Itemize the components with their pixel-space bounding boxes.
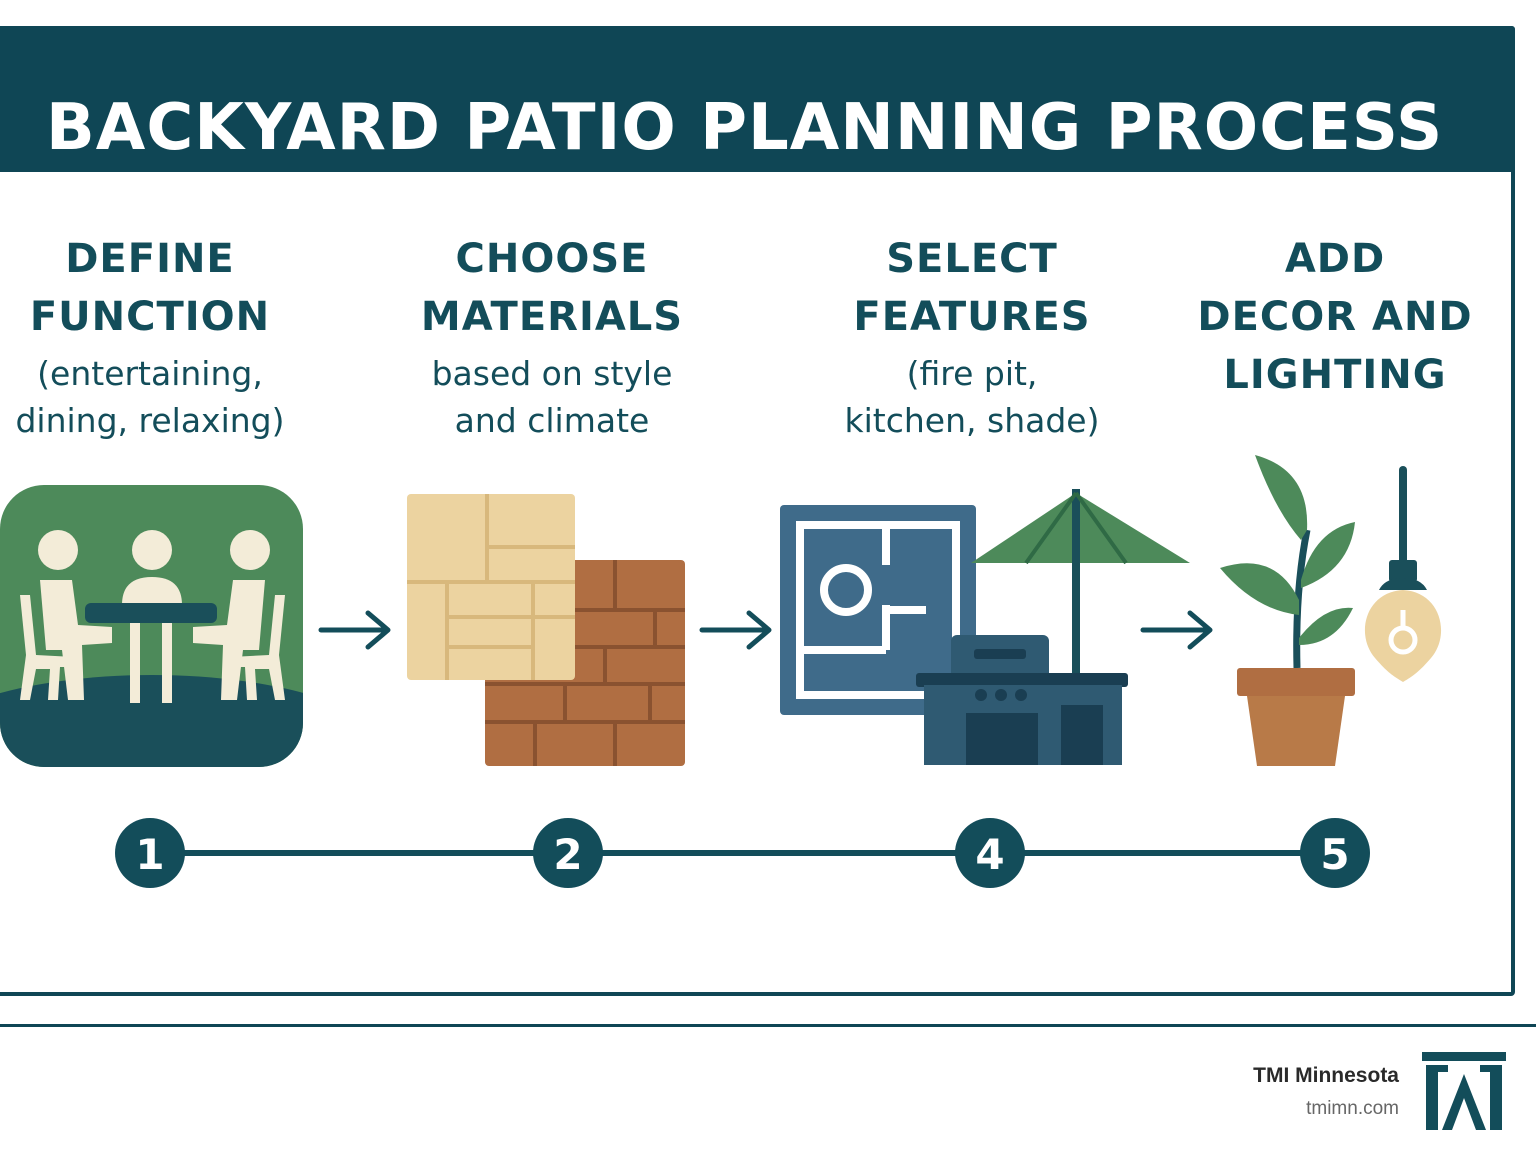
- step-4-heading-line-1: ADD: [1284, 236, 1386, 282]
- timeline-step-1: 1: [115, 818, 185, 888]
- timeline: 1 2 4 5: [115, 818, 1370, 888]
- patio-features-icon: [780, 489, 1190, 765]
- step-3-text: SELECT FEATURES (fire pit, kitchen, shad…: [822, 230, 1122, 444]
- step-1-subtitle-line-2: dining, relaxing): [15, 401, 285, 440]
- step-2-subtitle-line-2: and climate: [454, 401, 650, 440]
- step-1-heading-line-1: DEFINE: [65, 236, 235, 282]
- tmi-logo-icon: [1422, 1052, 1506, 1130]
- timeline-number: 4: [975, 830, 1004, 879]
- step-2-text: CHOOSE MATERIALS based on style and clim…: [402, 230, 702, 444]
- brand-name: TMI Minnesota: [1253, 1064, 1399, 1087]
- paving-materials-icon: [407, 494, 685, 766]
- page-title: BACKYARD PATIO PLANNING PROCESS: [46, 91, 1444, 165]
- step-3-subtitle-line-1: (fire pit,: [906, 354, 1038, 393]
- step-2-subtitle-line-1: based on style: [431, 354, 673, 393]
- people-at-table-icon: [0, 485, 303, 767]
- step-3-subtitle-line-2: kitchen, shade): [844, 401, 1100, 440]
- step-1-text: DEFINE FUNCTION (entertaining, dining, r…: [0, 230, 300, 444]
- step-3-heading-line-2: FEATURES: [853, 294, 1091, 340]
- plant-and-lamp-icon: [1220, 455, 1442, 766]
- arrow-right-icon: [1140, 610, 1213, 650]
- step-4-heading-line-3: LIGHTING: [1223, 352, 1447, 398]
- header-banner: BACKYARD PATIO PLANNING PROCESS: [0, 26, 1515, 172]
- step-2-heading-line-2: MATERIALS: [420, 294, 684, 340]
- footer-divider: [0, 1024, 1536, 1027]
- step-4-heading-line-2: DECOR AND: [1197, 294, 1473, 340]
- brand-url: tmimn.com: [1306, 1098, 1399, 1119]
- timeline-number: 5: [1320, 830, 1349, 879]
- arrow-right-icon: [318, 610, 391, 650]
- arrow-right-icon: [699, 610, 772, 650]
- step-2-heading-line-1: CHOOSE: [455, 236, 649, 282]
- timeline-number: 1: [135, 830, 164, 879]
- timeline-number: 2: [553, 830, 582, 879]
- step-1-subtitle-line-1: (entertaining,: [37, 354, 263, 393]
- step-1-heading-line-2: FUNCTION: [29, 294, 271, 340]
- step-4-text: ADD DECOR AND LIGHTING: [1180, 230, 1490, 404]
- step-3-heading-line-1: SELECT: [886, 236, 1058, 282]
- timeline-step-3: 4: [955, 818, 1025, 888]
- timeline-step-2: 2: [533, 818, 603, 888]
- timeline-step-4: 5: [1300, 818, 1370, 888]
